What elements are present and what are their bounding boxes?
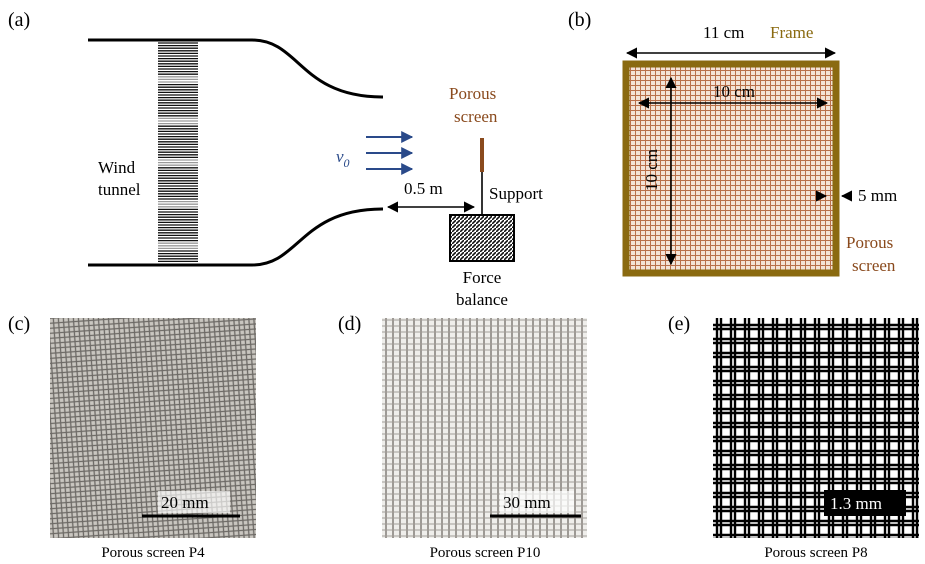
force-balance-label-1: Force xyxy=(463,268,502,287)
force-balance-label-2: balance xyxy=(456,290,508,309)
panel-d: (d) 30 mm Porous screen P10 xyxy=(338,313,587,561)
caption-d: Porous screen P10 xyxy=(430,545,541,561)
panel-e: (e) 1.3 mm Porous screen P8 xyxy=(668,313,919,561)
velocity-label: v0 xyxy=(336,147,350,170)
distance-label: 0.5 m xyxy=(404,179,443,198)
caption-c: Porous screen P4 xyxy=(101,545,205,561)
porous-screen-b-label-1: Porous xyxy=(846,233,893,252)
frame-label: Frame xyxy=(770,23,813,42)
panel-c-label: (c) xyxy=(8,313,30,335)
wind-tunnel-label-2: tunnel xyxy=(98,180,141,199)
inner-width-label: 10 cm xyxy=(713,82,755,101)
scale-label-c: 20 mm xyxy=(161,493,209,512)
panel-a: (a) Wind tunnel v0 Porous screen Support… xyxy=(8,9,543,309)
wind-tunnel-label-1: Wind xyxy=(98,158,136,177)
porous-screen-b-label-2: screen xyxy=(852,256,896,275)
scale-label-d: 30 mm xyxy=(503,493,551,512)
porous-screen-label-2: screen xyxy=(454,107,498,126)
scale-label-e: 1.3 mm xyxy=(830,494,882,513)
outer-width-label: 11 cm xyxy=(703,23,744,42)
scale-backdrop-d xyxy=(500,491,574,513)
scale-backdrop-e xyxy=(824,490,906,516)
panel-d-label: (d) xyxy=(338,313,361,335)
caption-e: Porous screen P8 xyxy=(764,545,867,561)
scale-backdrop-c xyxy=(158,491,230,513)
inner-height-label: 10 cm xyxy=(642,149,661,191)
support-label: Support xyxy=(489,184,543,203)
wind-tunnel xyxy=(88,38,384,267)
panel-c: (c) 20 mm Porous screen P4 xyxy=(8,313,256,561)
flow-arrows xyxy=(366,131,414,175)
border-label: 5 mm xyxy=(858,186,897,205)
honeycomb-straightener xyxy=(158,42,198,263)
panel-b: (b) 11 cm Frame 10 cm 10 cm 5 mm Porous … xyxy=(568,9,897,277)
panel-b-label: (b) xyxy=(568,9,591,31)
panel-a-label: (a) xyxy=(8,9,30,31)
force-balance xyxy=(449,214,515,262)
panel-e-label: (e) xyxy=(668,313,690,335)
porous-screen-label-1: Porous xyxy=(449,84,496,103)
